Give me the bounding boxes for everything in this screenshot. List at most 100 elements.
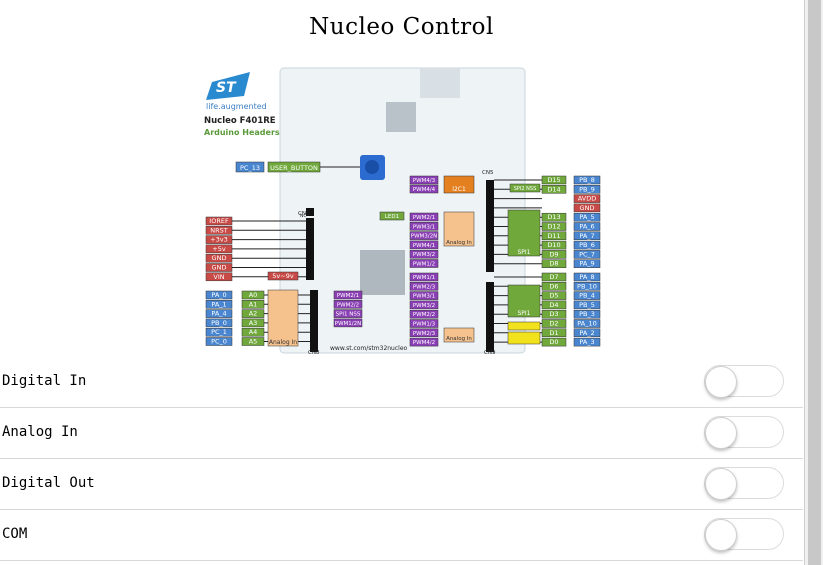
- top-pin-0: D15: [547, 176, 560, 184]
- power-pin-5: GND: [212, 264, 227, 272]
- analog-port-5-box: [205, 337, 233, 346]
- top-port-0-box: [573, 175, 601, 185]
- bottom-port-2: PB_4: [579, 292, 595, 300]
- analog-in-box-bottom-box: [443, 327, 475, 343]
- analog-in-box-bottom: Analog In: [446, 336, 472, 342]
- pwm-bottom-4: PWM2/2: [413, 312, 435, 318]
- top-pin-8-box: [541, 250, 567, 259]
- top-pin-9-box: [541, 259, 567, 268]
- top-port-7: PB_6: [579, 241, 595, 249]
- st-logo: ST: [206, 72, 250, 100]
- bottom-pin-2-box: [541, 291, 567, 300]
- bottom-pin-5: D2: [549, 320, 558, 328]
- cn9-label: CN9: [484, 350, 496, 355]
- bottom-port-1: PB_10: [577, 282, 597, 290]
- bottom-port-1-box: [573, 282, 601, 291]
- i2c1-box-box: [443, 175, 475, 194]
- top-pin-5: D12: [547, 223, 560, 231]
- spi1-box: SPI1: [517, 249, 530, 256]
- brand-text: life.augmented: [206, 102, 267, 111]
- bottom-pin-2: D5: [549, 292, 558, 300]
- com-switch[interactable]: [704, 518, 784, 551]
- pwm-bottom-7-box: [409, 337, 439, 347]
- user-button-port-box: [235, 161, 265, 173]
- bottom-port-0: PA_8: [579, 273, 594, 281]
- analog-port-2: PA_4: [211, 310, 226, 318]
- bottom-port-3: PB_5: [579, 301, 595, 309]
- analog-port-3: PB_0: [211, 319, 227, 327]
- spi1-box-bottom-box: [507, 284, 541, 318]
- pwm-left-1: PWM2/2: [337, 302, 359, 308]
- cn8-label: CN8: [308, 350, 320, 355]
- pwm-top-0: PWM4/3: [413, 178, 436, 184]
- analog-port-0: PA_0: [211, 291, 226, 299]
- spi1-box-box: [507, 209, 541, 257]
- toggle-row-digital-in: Digital In: [0, 357, 803, 408]
- pwm-mid-1: PWM3/1: [413, 224, 435, 230]
- top-pin-4-box: [541, 212, 567, 222]
- stlink-chip: [386, 102, 416, 132]
- pwm-mid-1-box: [409, 222, 439, 231]
- user-button-label: USER_BUTTON: [270, 164, 318, 172]
- bottom-port-0-box: [573, 272, 601, 282]
- toggle-row-analog-in: Analog In: [0, 408, 803, 459]
- analog-pin-4: A4: [249, 328, 258, 336]
- bottom-pin-0: D7: [549, 273, 558, 281]
- toggle-label: COM: [2, 526, 28, 542]
- digital-in-switch[interactable]: [704, 365, 784, 398]
- top-port-6: PA_7: [579, 232, 594, 240]
- top-pin-0-box: [541, 175, 567, 185]
- pwm-mid-5-box: [409, 259, 439, 268]
- bottom-port-6: PA_2: [579, 329, 594, 337]
- switch-knob: [705, 366, 737, 398]
- cn8-header: [310, 290, 318, 352]
- bottom-port-5-box: [573, 319, 601, 328]
- top-port-1: PB_9: [579, 185, 595, 193]
- svg-text:ST: ST: [216, 80, 237, 96]
- page-title: Nucleo Control: [309, 14, 494, 40]
- analog-port-1: PA_1: [211, 300, 226, 308]
- analog-pin-0: A0: [249, 291, 258, 299]
- top-port-6-box: [573, 231, 601, 241]
- pwm-bottom-3-box: [409, 300, 439, 310]
- pwm-bottom-2: PWM3/1: [413, 294, 435, 300]
- led1-label: LED1: [385, 214, 399, 220]
- serial-box-2-box: [507, 331, 541, 345]
- pwm-bottom-3: PWM3/2: [413, 303, 435, 309]
- bottom-port-7: PA_3: [579, 338, 594, 346]
- cn6-header: [306, 218, 314, 280]
- i2c1-box: I2C1: [452, 186, 466, 193]
- power-pin-4: GND: [212, 254, 227, 262]
- top-port-8-box: [573, 250, 601, 259]
- website-text: www.st.com/stm32nucleo: [330, 345, 408, 352]
- bottom-port-5: PA_10: [577, 320, 596, 328]
- scrollbar[interactable]: [804, 0, 823, 565]
- analog-in-box-right-box: [443, 211, 475, 247]
- pwm-left-3-box: [333, 318, 363, 328]
- analog-pin-1: A1: [249, 300, 258, 308]
- analog-port-5: PC_0: [211, 338, 227, 346]
- bottom-port-2-box: [573, 291, 601, 300]
- pwm-bottom-7: PWM4/2: [413, 340, 435, 346]
- pwm-bottom-2-box: [409, 291, 439, 300]
- pwm-bottom-6-box: [409, 328, 439, 338]
- bottom-pin-6: D1: [549, 329, 558, 337]
- serial-box-box: [507, 321, 541, 331]
- power-pin-0: IOREF: [209, 217, 229, 225]
- analog-in-box-right: Analog In: [446, 240, 472, 246]
- pwm-mid-3: PWM4/1: [413, 243, 435, 249]
- pwm-left-3: PWM1/2N: [335, 321, 361, 327]
- bottom-pin-6-box: [541, 328, 567, 338]
- scrollbar-thumb[interactable]: [808, 0, 821, 565]
- analog-in-switch[interactable]: [704, 416, 784, 449]
- pwm-bottom-4-box: [409, 309, 439, 319]
- bottom-pin-7: D0: [549, 338, 558, 346]
- digital-out-switch[interactable]: [704, 467, 784, 500]
- top-port-9-box: [573, 259, 601, 268]
- switch-knob: [705, 468, 737, 500]
- bottom-port-6-box: [573, 328, 601, 338]
- top-port-2-box: [573, 194, 601, 203]
- analog-port-1-box: [205, 300, 233, 309]
- pwm-bottom-6: PWM2/3: [413, 331, 436, 337]
- user-button-port: PC_13: [240, 164, 260, 172]
